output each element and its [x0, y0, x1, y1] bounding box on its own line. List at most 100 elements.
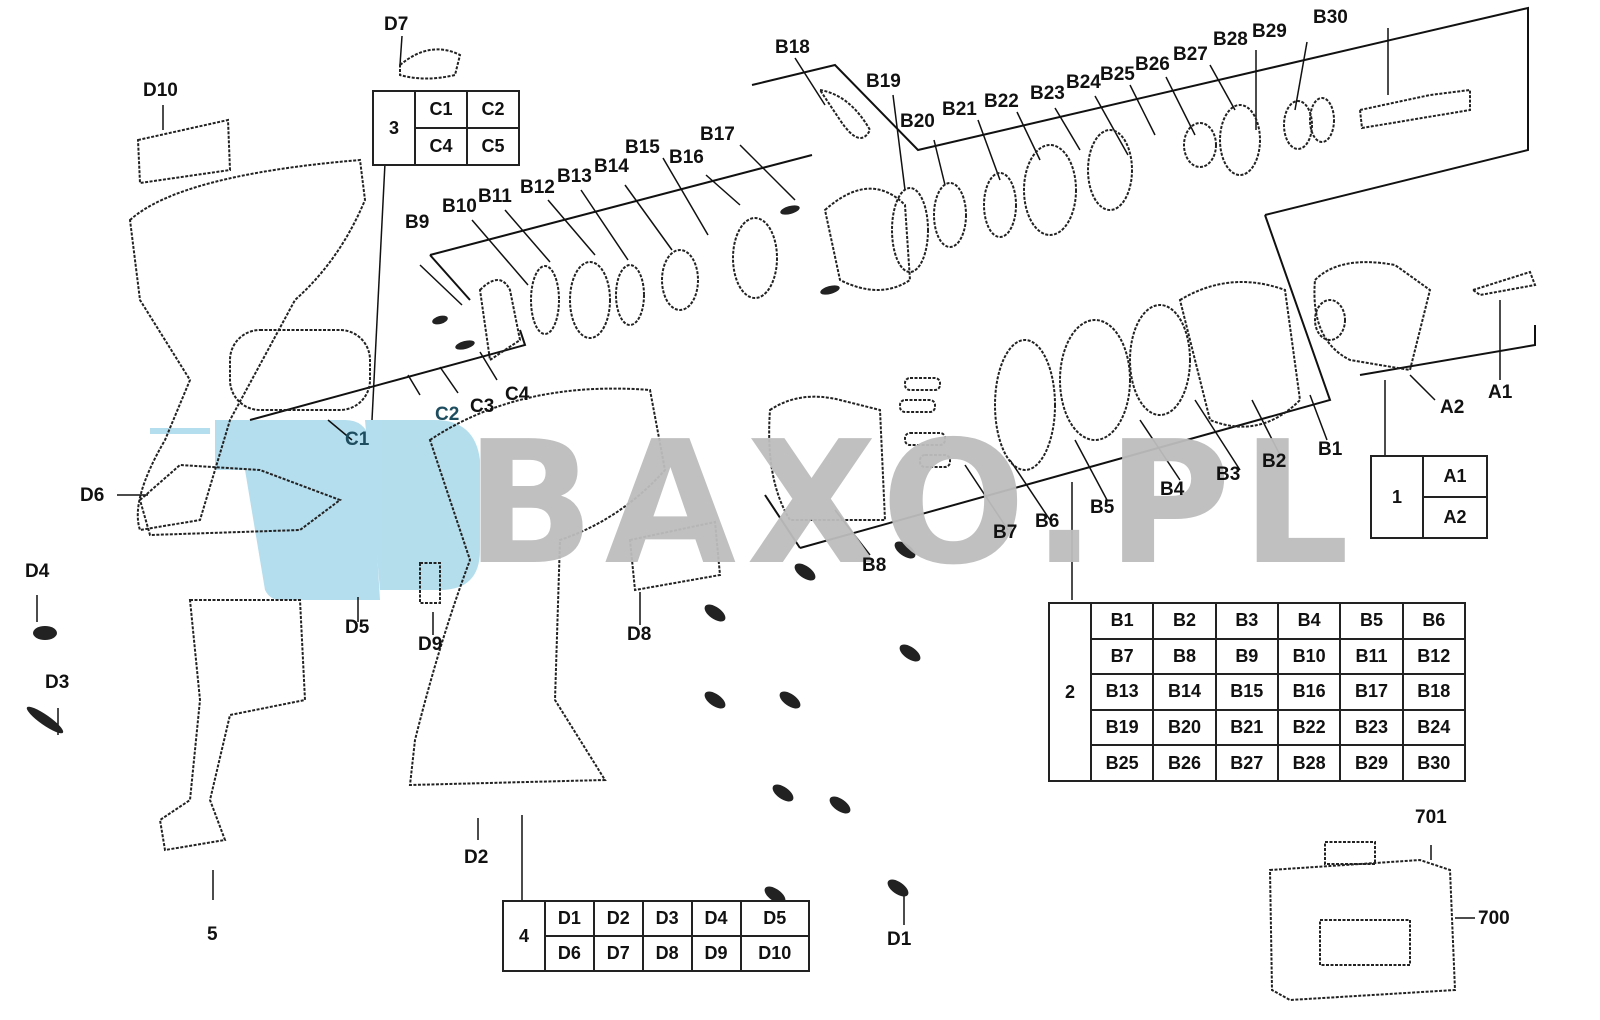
group-cell: B21: [1214, 708, 1279, 747]
gearbox-outline-lower: [799, 214, 1332, 549]
callout-a1: A1: [1488, 382, 1513, 403]
callout-b26: B26: [1135, 54, 1170, 75]
callout-d9: D9: [418, 634, 443, 655]
callout-b21: B21: [942, 99, 977, 120]
battery-pack-700: [1268, 858, 1457, 1002]
callout-d8: D8: [627, 624, 652, 645]
group-cell: A1: [1422, 455, 1488, 498]
callout-b4: B4: [1160, 479, 1185, 500]
group-cell: D7: [592, 935, 644, 972]
callout-b7: B7: [993, 522, 1018, 543]
callout-b18: B18: [775, 37, 810, 58]
group-cell: B28: [1276, 744, 1342, 782]
callout-b12: B12: [520, 177, 555, 198]
group-cell: D9: [690, 935, 742, 972]
pin-b7d: [919, 454, 951, 468]
chuck-outline: [1359, 325, 1536, 376]
case-label: [1319, 919, 1411, 966]
motor-outline: [249, 329, 527, 421]
callout-b25: B25: [1100, 64, 1135, 85]
group-cell: A2: [1422, 496, 1488, 539]
group-cell: B8: [1152, 637, 1217, 676]
callout-b9: B9: [405, 212, 430, 233]
callout-b20: B20: [900, 111, 935, 132]
callout-b30: B30: [1313, 7, 1348, 28]
callout-d10: D10: [143, 80, 178, 101]
callout-b8: B8: [862, 555, 887, 576]
group-cell: B26: [1152, 744, 1217, 782]
gearbox-outline-left: [764, 494, 801, 549]
switch-5: [158, 599, 307, 852]
group-cell: B29: [1339, 744, 1404, 782]
group-cell: B9: [1214, 637, 1279, 676]
group-cell: B17: [1339, 673, 1404, 711]
callout-c4: C4: [505, 384, 530, 405]
callout-d3: D3: [45, 672, 70, 693]
gear-b9: [478, 279, 522, 362]
callout-b5: B5: [1090, 497, 1115, 518]
ring-b29: [1283, 100, 1313, 150]
callout-b2: B2: [1262, 451, 1287, 472]
callout-d5: D5: [345, 617, 370, 638]
ring-gear-b8: [768, 395, 887, 521]
group-cell: B13: [1089, 673, 1155, 711]
clutch-ring-b3: [1129, 304, 1191, 416]
callout-d1: D1: [887, 929, 912, 950]
leader-lines: [36, 28, 1501, 925]
group-cell: D3: [641, 900, 693, 937]
group-cell: B7: [1089, 637, 1155, 676]
label-sticker-d8: [628, 520, 722, 592]
group-number: 4: [502, 900, 546, 972]
callout-d4: D4: [25, 561, 50, 582]
ring-b22: [1023, 144, 1077, 236]
gear-b21: [983, 172, 1017, 238]
callout-b29: B29: [1252, 21, 1287, 42]
group-cell: D10: [739, 935, 810, 972]
group-cell: B6: [1401, 602, 1467, 640]
pin-b7c: [904, 432, 946, 446]
group-cell: B16: [1276, 673, 1342, 711]
group-cell: D5: [739, 900, 810, 937]
group-cell: D2: [592, 900, 644, 937]
callout-c3: C3: [470, 396, 495, 417]
callout-d7: D7: [384, 14, 409, 35]
group-cell: D6: [544, 935, 595, 972]
callout-d6: D6: [80, 485, 105, 506]
callout-b13: B13: [557, 166, 592, 187]
spring-b4: [1059, 319, 1131, 441]
chuck-face: [1314, 299, 1346, 341]
callout-b19: B19: [866, 71, 901, 92]
group-cell: B4: [1276, 602, 1342, 640]
callout-d2: D2: [464, 847, 489, 868]
group-cell: B20: [1152, 708, 1217, 747]
group-cell: B25: [1089, 744, 1155, 782]
spring-b18: [817, 88, 872, 139]
callout-b27: B27: [1173, 44, 1208, 65]
group-cell: B18: [1401, 673, 1467, 711]
callout-a2: A2: [1440, 397, 1465, 418]
chuck-a2: [1313, 261, 1432, 372]
group-cell: C1: [414, 90, 468, 129]
group-cell: B27: [1214, 744, 1279, 782]
spindle-b30: [1358, 88, 1471, 130]
label-sticker-d9: [419, 562, 441, 604]
group-cell: D8: [641, 935, 693, 972]
clutch-housing-b2: [1178, 281, 1302, 428]
ring-b29b: [1309, 97, 1335, 143]
callout-b11: B11: [478, 186, 512, 207]
callout-b23: B23: [1030, 83, 1065, 104]
label-sticker-d10: [136, 118, 232, 185]
gearbox-outline-top: [751, 6, 1529, 216]
group-cell: C2: [466, 90, 520, 129]
ring-b19: [891, 187, 929, 273]
part-d7: [399, 48, 462, 80]
gear-b13: [615, 264, 645, 326]
motor-c1: [229, 329, 371, 411]
callout-c2: C2: [435, 404, 460, 425]
group-2-table: 2 B1 B2 B3 B4 B5 B6 B7 B8 B9 B10 B11 B12…: [1048, 602, 1467, 782]
group-cell: B11: [1339, 637, 1404, 676]
group-cell: B23: [1339, 708, 1404, 747]
group-cell: B10: [1276, 637, 1342, 676]
group-cell: B5: [1339, 602, 1404, 640]
motor-bracket-d6: [138, 463, 343, 537]
